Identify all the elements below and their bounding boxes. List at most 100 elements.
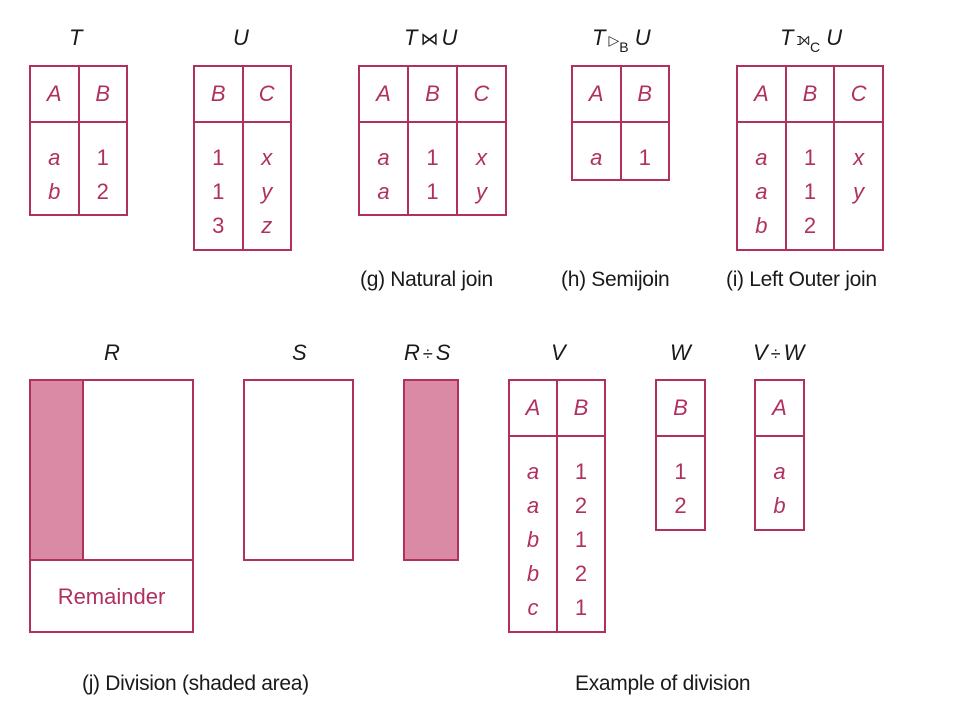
r-shaded-area <box>30 380 83 560</box>
column-values: 1 2 1 2 1 <box>558 437 604 625</box>
cell-value: b <box>773 493 786 518</box>
cell-value: 3 <box>212 213 225 238</box>
column-header: C <box>835 67 883 123</box>
cell-value: a <box>48 145 61 170</box>
title-W: W <box>670 340 691 365</box>
semijoin-symbol-icon: ▷ <box>608 32 620 48</box>
cell-value: 1 <box>574 459 588 484</box>
r-div-s-shaded-area <box>404 380 457 560</box>
title-R-div-S: R÷S <box>404 340 451 365</box>
r-div-s-box <box>403 379 459 561</box>
cell-value: 2 <box>574 561 588 586</box>
caption-left-outer-join: (i) Left Outer join <box>726 268 877 291</box>
cell-value: a <box>755 145 768 170</box>
cell-value: y <box>853 179 865 204</box>
r-box <box>29 379 194 633</box>
cell-value: x <box>261 145 273 170</box>
cell-value: 1 <box>574 595 588 620</box>
cell-value: b <box>755 213 768 238</box>
remainder-label: Remainder <box>57 584 166 609</box>
title-left-outer-join: T⟕C U <box>780 25 843 56</box>
cell-value: 1 <box>426 145 439 170</box>
column-b: B 1 1 2 <box>784 67 834 249</box>
cell-value: 1 <box>96 145 109 170</box>
column-values: a <box>573 123 620 175</box>
column-header: A <box>738 67 785 123</box>
cell-value: 2 <box>574 493 588 518</box>
column-header: B <box>657 381 704 437</box>
caption-natural-join: (g) Natural join <box>360 268 493 291</box>
column-header: B <box>621 67 668 123</box>
column-header: A <box>756 381 803 437</box>
cell-value: 1 <box>638 145 651 170</box>
caption-example-division: Example of division <box>575 672 751 695</box>
title-semijoin: T▷B U <box>592 25 651 56</box>
cell-value: a <box>526 459 540 484</box>
cell-value: a <box>377 145 390 170</box>
column-header: C <box>243 67 290 123</box>
join-symbol-icon: ⋈ <box>420 29 439 49</box>
cell-value: 1 <box>803 179 817 204</box>
cell-value: a <box>773 459 786 484</box>
column-header: B <box>409 67 456 123</box>
title-R: R <box>104 340 120 365</box>
cell-value: a <box>377 179 390 204</box>
column-header: A <box>573 67 620 123</box>
cell-value: 2 <box>96 179 109 204</box>
divide-symbol-icon: ÷ <box>770 344 781 364</box>
column-header: A <box>360 67 407 123</box>
cell-value: 2 <box>803 213 817 238</box>
cell-value: z <box>261 213 273 238</box>
cell-value: 1 <box>574 527 588 552</box>
title-U: U <box>233 25 249 50</box>
title-V-div-W: V÷W <box>753 340 805 365</box>
title-V: V <box>551 340 566 365</box>
title-natural-join: T⋈U <box>404 25 458 50</box>
cell-value: a <box>590 145 603 170</box>
caption-division: (j) Division (shaded area) <box>82 672 309 695</box>
column-header: B <box>558 381 604 437</box>
cell-value: 1 <box>426 179 439 204</box>
cell-value: 1 <box>212 179 225 204</box>
column-b: B 1 2 1 2 1 <box>556 381 604 631</box>
column-header: A <box>510 381 556 437</box>
s-box <box>243 379 354 561</box>
cell-value: 1 <box>674 459 687 484</box>
column-header: B <box>786 67 834 123</box>
title-S: S <box>292 340 307 365</box>
column-header: B <box>195 67 242 123</box>
divide-symbol-icon: ÷ <box>422 344 433 364</box>
cell-value: a <box>755 179 768 204</box>
cell-value: a <box>526 493 540 518</box>
cell-value: c <box>527 595 539 620</box>
cell-value: 1 <box>803 145 817 170</box>
title-T: T <box>69 25 83 50</box>
column-header: C <box>458 67 505 123</box>
